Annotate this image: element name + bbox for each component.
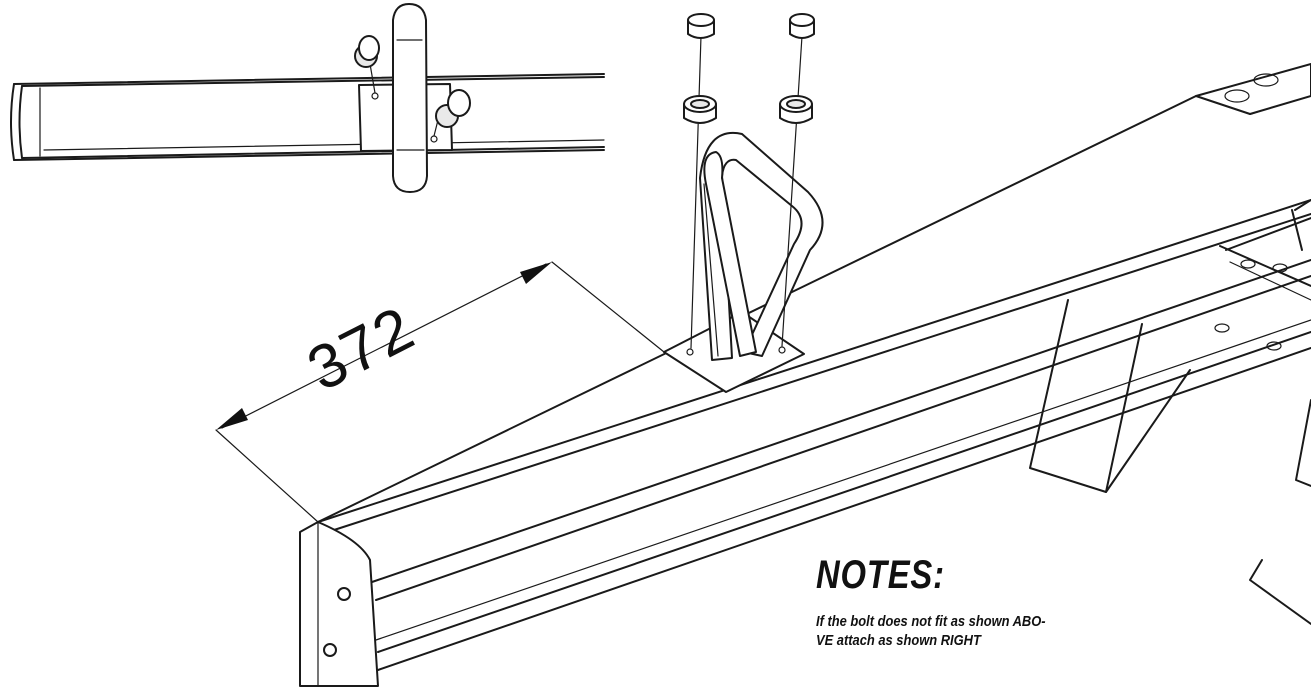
handle-grip: [392, 3, 428, 193]
knob-bolt-2: [433, 89, 471, 137]
notes-block: NOTES: If the bolt does not fit as shown…: [816, 552, 1146, 650]
washer-left: [683, 95, 717, 124]
triangle-handle: [699, 131, 824, 361]
dimension-arrow-left: [216, 408, 248, 430]
cap-right: [789, 13, 815, 39]
support-frame: [1029, 199, 1311, 625]
notes-title: NOTES:: [816, 553, 945, 597]
inset-detail-view: [10, 3, 605, 193]
end-top-plate: [1195, 63, 1311, 115]
exploded-fasteners: [683, 13, 815, 349]
cap-left: [687, 13, 715, 39]
washer-right: [779, 95, 813, 124]
notes-line-2: VE attach as shown RIGHT: [816, 632, 981, 649]
dimension-label: 372: [297, 293, 426, 404]
notes-line-1: If the bolt does not fit as shown ABO-: [816, 613, 1046, 630]
knob-bolt-1: [354, 35, 380, 94]
end-cap-hole-1: [337, 587, 351, 601]
notes-body: If the bolt does not fit as shown ABO- V…: [816, 612, 1100, 650]
dimension-arrow-right: [520, 262, 552, 284]
end-cap-hole-2: [323, 643, 337, 657]
main-beam: [299, 63, 1311, 687]
beam-end-cap: [299, 521, 379, 687]
